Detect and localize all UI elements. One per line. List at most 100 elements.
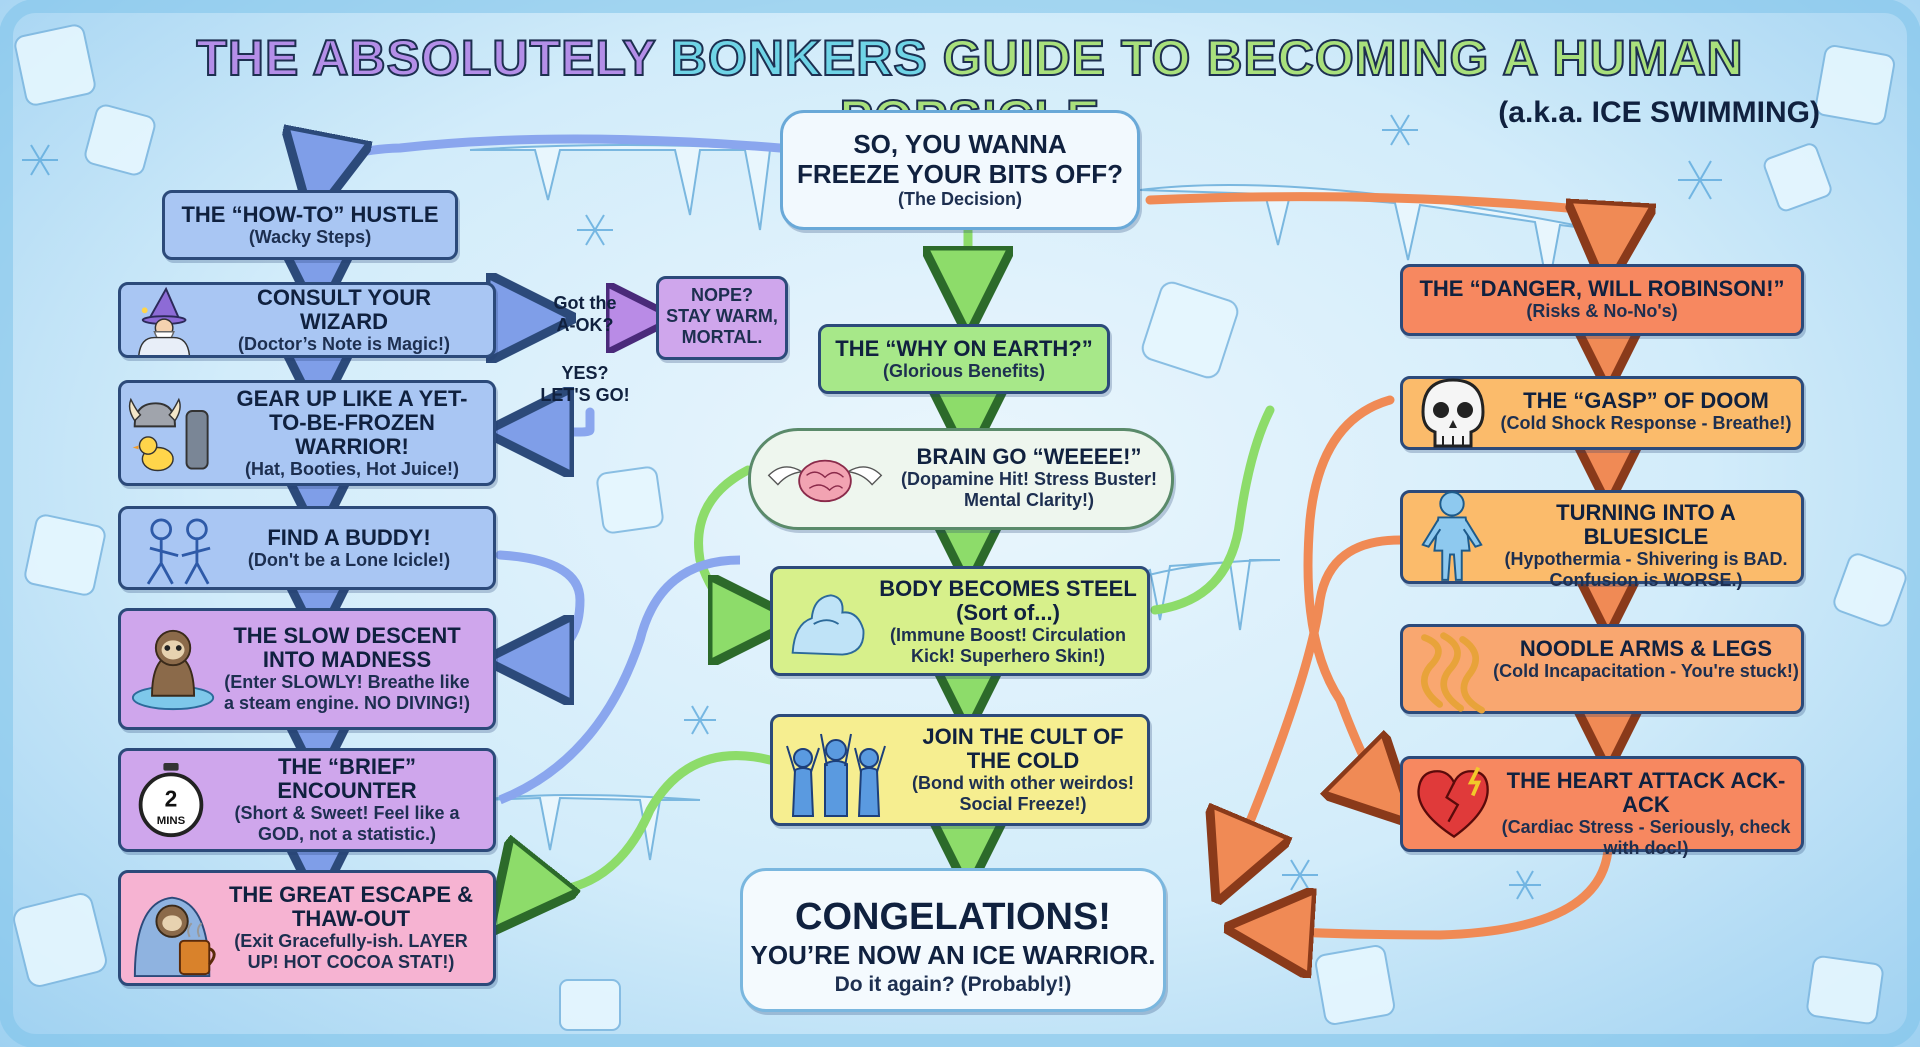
yes-line1: YES?	[561, 363, 609, 383]
step-consult-title: CONSULT YOUR WIZARD	[257, 284, 431, 334]
step-descent-sub: (Enter SLOWLY! Breathe like a steam engi…	[223, 672, 471, 713]
title-part1: THE ABSOLUTELY	[195, 29, 656, 87]
step-gear-text: GEAR UP LIKE A YET-TO-BE-FROZEN WARRIOR!…	[121, 385, 477, 480]
benefit-brain-sub: (Dopamine Hit! Stress Buster! Mental Cla…	[900, 469, 1158, 510]
risks-header-sub: (Risks & No-No's)	[1526, 301, 1678, 321]
risk-bluesicle-text: TURNING INTO A BLUESICLE (Hypothermia - …	[1493, 501, 1799, 591]
step-slow-descent: THE SLOW DESCENT INTO MADNESS (Enter SLO…	[118, 608, 496, 730]
step-buddy-text: FIND A BUDDY! (Don't be a Lone Icicle!)	[121, 524, 477, 571]
final-line1: CONGELATIONS!	[795, 896, 1111, 938]
risk-bluesicle-title: TURNING INTO A BLUESICLE	[1556, 500, 1736, 549]
broken-heart-icon	[1417, 766, 1489, 839]
risk-noodle-text: NOODLE ARMS & LEGS (Cold Incapacitation …	[1493, 637, 1799, 682]
step-gear-up: GEAR UP LIKE A YET-TO-BE-FROZEN WARRIOR!…	[118, 380, 496, 486]
howto-header-sub: (Wacky Steps)	[248, 227, 372, 247]
step-consult-sub: (Doctor’s Note is Magic!)	[237, 333, 451, 354]
risk-noodle: NOODLE ARMS & LEGS (Cold Incapacitation …	[1400, 624, 1804, 714]
benefit-cult: JOIN THE CULT OF THE COLD (Bond with oth…	[770, 714, 1150, 826]
benefits-header-sub: (Glorious Benefits)	[882, 361, 1045, 381]
winged-brain-icon	[767, 459, 883, 503]
benefit-brain-title: BRAIN GO “WEEEE!”	[916, 444, 1142, 469]
final-box: CONGELATIONS! YOU’RE NOW AN ICE WARRIOR.…	[740, 868, 1166, 1012]
final-line3: Do it again? (Probably!)	[834, 973, 1072, 996]
risk-noodle-title: NOODLE ARMS & LEGS	[1519, 636, 1773, 661]
risks-header: THE “DANGER, WILL ROBINSON!” (Risks & No…	[1400, 264, 1804, 336]
ice-cubes-decoration	[13, 24, 1907, 1031]
step-great-escape: THE GREAT ESCAPE & THAW-OUT (Exit Gracef…	[118, 870, 496, 986]
nope-box: NOPE? STAY WARM, MORTAL.	[656, 276, 788, 360]
snowflakes-decoration	[22, 114, 1722, 900]
risks-arrows	[1145, 192, 1608, 935]
yes-label: YES? LET'S GO!	[530, 362, 640, 406]
risk-heart-title: THE HEART ATTACK ACK-ACK	[1506, 768, 1786, 817]
decision-box: SO, YOU WANNA FREEZE YOUR BITS OFF? (The…	[780, 110, 1140, 230]
howto-header: THE “HOW-TO” HUSTLE (Wacky Steps)	[162, 190, 458, 260]
viking-gear-icon	[128, 397, 209, 472]
noodle-arms-icon	[1420, 632, 1486, 714]
howto-header-title: THE “HOW-TO” HUSTLE	[181, 202, 439, 227]
sloth-swimming-icon	[131, 629, 215, 711]
risk-bluesicle: TURNING INTO A BLUESICLE (Hypothermia - …	[1400, 490, 1804, 590]
brief-to-body-arrow	[498, 555, 741, 805]
step-find-buddy: FIND A BUDDY! (Don't be a Lone Icicle!)	[118, 506, 496, 590]
step-brief-encounter: 2 MINS THE “BRIEF” ENCOUNTER (Short & Sw…	[118, 748, 496, 852]
benefit-cult-sub: (Bond with other weirdos! Social Freeze!…	[912, 773, 1134, 814]
benefits-header-title: THE “WHY ON EARTH?”	[835, 336, 1093, 361]
sloth-cocoa-icon	[133, 896, 216, 978]
benefit-body: BODY BECOMES STEEL (Sort of...) (Immune …	[770, 566, 1150, 676]
step-buddy-sub: (Don't be a Lone Icicle!)	[247, 549, 451, 570]
risk-gasp-title: THE “GASP” OF DOOM	[1523, 388, 1769, 413]
stopwatch-unit: MINS	[157, 815, 186, 827]
benefit-brain: BRAIN GO “WEEEE!” (Dopamine Hit! Stress …	[748, 428, 1174, 530]
check-question-line2: A-OK?	[556, 315, 614, 335]
risk-gasp-sub: (Cold Shock Response - Breathe!)	[1500, 413, 1792, 433]
risk-heart: THE HEART ATTACK ACK-ACK (Cardiac Stress…	[1400, 756, 1804, 858]
step-brief-text: THE “BRIEF” ENCOUNTER (Short & Sweet! Fe…	[121, 755, 477, 845]
step-escape-sub: (Exit Gracefully-ish. LAYER UP! HOT COCO…	[234, 931, 468, 972]
check-question-line1: Got the	[553, 293, 617, 313]
step-consult-text: CONSULT YOUR WIZARD (Doctor’s Note is Ma…	[121, 284, 477, 355]
risk-gasp-text: THE “GASP” OF DOOM (Cold Shock Response …	[1493, 389, 1799, 434]
benefit-brain-text: BRAIN GO “WEEEE!” (Dopamine Hit! Stress …	[889, 445, 1169, 511]
ice-muscle-icon	[791, 594, 865, 656]
benefits-arrows	[512, 223, 1275, 905]
nope-line2: STAY WARM,	[666, 306, 778, 326]
benefits-header: THE “WHY ON EARTH?” (Glorious Benefits)	[818, 324, 1110, 394]
benefit-body-text: BODY BECOMES STEEL (Sort of...) (Immune …	[873, 577, 1143, 667]
skull-icon	[1421, 378, 1485, 448]
step-escape-text: THE GREAT ESCAPE & THAW-OUT (Exit Gracef…	[121, 883, 477, 973]
yes-line2: LET'S GO!	[540, 385, 630, 405]
nope-line3: MORTAL.	[681, 327, 763, 347]
risk-heart-sub: (Cardiac Stress - Seriously, check with …	[1501, 817, 1791, 858]
benefit-body-sub: (Immune Boost! Circulation Kick! Superhe…	[889, 625, 1126, 666]
decision-title-line2: FREEZE YOUR BITS OFF?	[797, 159, 1123, 189]
step-descent-title: THE SLOW DESCENT INTO MADNESS	[233, 623, 461, 672]
step-buddy-title: FIND A BUDDY!	[267, 524, 431, 550]
step-brief-title: THE “BRIEF” ENCOUNTER	[277, 754, 417, 803]
benefit-cult-text: JOIN THE CULT OF THE COLD (Bond with oth…	[901, 725, 1145, 815]
cheering-group-icon	[786, 733, 886, 817]
step-consult-wizard: CONSULT YOUR WIZARD (Doctor’s Note is Ma…	[118, 282, 496, 358]
wizard-icon	[138, 287, 191, 356]
final-line2: YOU’RE NOW AN ICE WARRIOR.	[750, 940, 1156, 970]
risks-header-title: THE “DANGER, WILL ROBINSON!”	[1419, 276, 1785, 301]
step-descent-text: THE SLOW DESCENT INTO MADNESS (Enter SLO…	[121, 624, 477, 714]
check-question: Got the A-OK?	[540, 292, 630, 336]
step-brief-sub: (Short & Sweet! Feel like a GOD, not a s…	[234, 803, 460, 844]
stopwatch-number: 2	[165, 786, 178, 812]
step-gear-sub: (Hat, Booties, Hot Juice!)	[244, 458, 459, 479]
title-part2: BONKERS	[670, 29, 928, 87]
step-gear-title: GEAR UP LIKE A YET-TO-BE-FROZEN WARRIOR!	[236, 385, 468, 459]
page-subtitle: (a.k.a. ICE SWIMMING)	[1498, 96, 1820, 129]
buddies-icon	[146, 518, 211, 585]
risk-bluesicle-sub: (Hypothermia - Shivering is BAD. Confusi…	[1504, 549, 1788, 590]
decision-sub: (The Decision)	[897, 189, 1022, 209]
benefit-body-title: BODY BECOMES STEEL (Sort of...)	[879, 576, 1137, 625]
decision-title-line1: SO, YOU WANNA	[853, 129, 1067, 159]
frozen-person-icon	[1421, 491, 1483, 581]
risk-noodle-sub: (Cold Incapacitation - You're stuck!)	[1493, 661, 1799, 681]
how-to-arrows	[318, 139, 785, 868]
